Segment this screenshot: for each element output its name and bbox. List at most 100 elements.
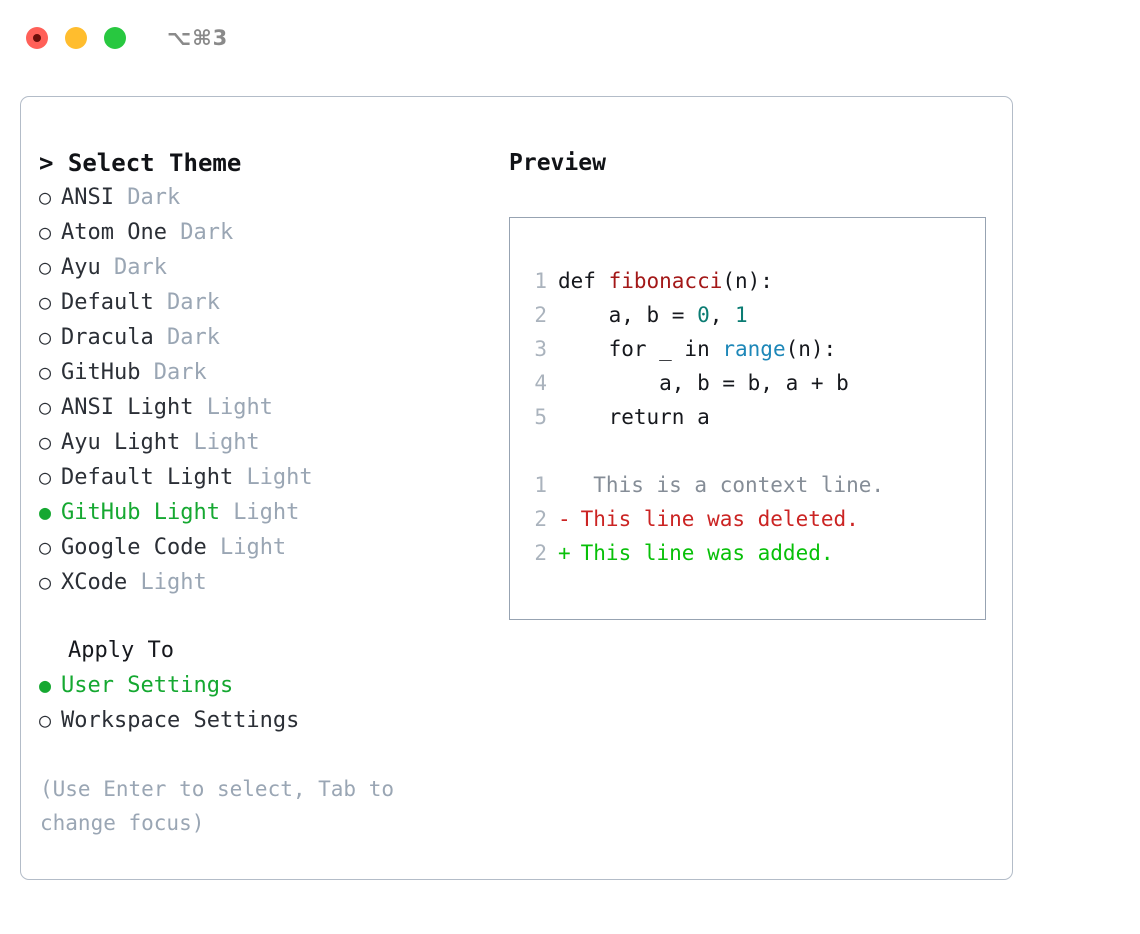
theme-variant-label: Dark	[153, 360, 207, 385]
theme-variant-label: Light	[246, 465, 313, 490]
radio-unselected-icon: ○	[39, 360, 52, 384]
theme-option-ansi-light[interactable]: ○ ANSI Light Light	[39, 390, 486, 425]
code-token: ,	[709, 303, 736, 327]
code-line: 1 def fibonacci(n):	[523, 264, 985, 298]
theme-variant-label: Light	[219, 535, 287, 560]
diff-line: 1 This is a context line.	[523, 468, 985, 502]
code-token: 0	[697, 303, 710, 327]
theme-option-label: ANSI Light	[61, 395, 207, 420]
radio-unselected-icon: ○	[39, 535, 52, 559]
theme-variant-label: Light	[206, 395, 273, 420]
theme-option-default-light[interactable]: ○Default Light Light	[39, 460, 486, 495]
radio-unselected-icon: ○	[39, 708, 52, 732]
radio-unselected-icon: ○	[39, 185, 52, 209]
code-token: fibonacci	[608, 269, 723, 293]
code-token: (n):	[785, 337, 837, 361]
title-bar: ⌥⌘3	[0, 0, 1140, 76]
window-controls	[26, 27, 126, 49]
apply-to-option-label: Workspace Settings	[61, 708, 300, 733]
theme-variant-label: Light	[193, 430, 260, 455]
theme-option-label: Atom One	[61, 220, 181, 245]
radio-selected-icon: ●	[39, 500, 52, 524]
theme-option-dracula[interactable]: ○ Dracula Dark	[39, 320, 486, 355]
theme-variant-label: Dark	[127, 185, 181, 210]
radio-unselected-icon: ○	[39, 395, 52, 419]
theme-option-ayu[interactable]: ○Ayu Dark	[39, 250, 486, 285]
line-number: 1	[534, 269, 547, 293]
diff-text: This line was added.	[568, 541, 834, 565]
theme-option-label: Default	[61, 290, 167, 315]
radio-unselected-icon: ○	[39, 325, 52, 349]
diff-line: 2 + This line was added.	[523, 536, 985, 570]
apply-to-title: Apply To	[68, 638, 174, 663]
theme-option-google-code[interactable]: ○ Google Code Light	[39, 530, 486, 565]
code-token: for _ in	[558, 337, 723, 361]
apply-to-option-workspace-settings[interactable]: ○ Workspace Settings	[39, 703, 486, 738]
theme-option-default[interactable]: ○Default Dark	[39, 285, 486, 320]
line-number: 2	[534, 541, 547, 565]
diff-text: This is a context line.	[568, 473, 885, 497]
line-number: 2	[534, 507, 547, 531]
theme-option-label: Default Light	[61, 465, 247, 490]
code-line: 5 return a	[523, 400, 985, 434]
theme-option-label: Dracula	[61, 325, 167, 350]
theme-option-github[interactable]: ○ GitHub Dark	[39, 355, 486, 390]
minimize-button[interactable]	[65, 27, 87, 49]
code-token: range	[722, 337, 786, 361]
theme-option-ansi[interactable]: ○ ANSI Dark	[39, 180, 486, 215]
line-number: 4	[534, 371, 547, 395]
diff-text: This line was deleted.	[568, 507, 859, 531]
theme-option-list: ○ANSI Dark○Atom One Dark○Ayu Dark○Defaul…	[39, 180, 486, 600]
theme-option-github-light[interactable]: ●GitHub Light Light	[39, 495, 486, 530]
theme-option-label: GitHub	[61, 360, 154, 385]
theme-option-label: GitHub Light	[61, 500, 234, 525]
apply-to-option-user-settings[interactable]: ● User Settings	[39, 668, 486, 703]
diff-sample: 1 This is a context line.2- This line wa…	[523, 468, 985, 570]
theme-variant-label: Dark	[166, 325, 220, 350]
radio-unselected-icon: ○	[39, 290, 52, 314]
diff-sign: +	[558, 541, 571, 565]
code-token: a, b =	[558, 303, 698, 327]
theme-option-label: Google Code	[61, 535, 220, 560]
keyboard-shortcut-label: ⌥⌘3	[167, 26, 229, 50]
close-button[interactable]	[26, 27, 48, 49]
code-diff-spacer	[523, 434, 985, 468]
theme-option-label: Ayu	[61, 255, 114, 280]
apply-to-option-label: User Settings	[61, 673, 234, 698]
code-line: 3 for _ in range(n):	[523, 332, 985, 366]
theme-option-atom-one[interactable]: ○ Atom One Dark	[39, 215, 486, 250]
section-spacer	[39, 600, 486, 634]
diff-line: 2- This line was deleted.	[523, 502, 985, 536]
line-number: 3	[534, 337, 547, 361]
line-number: 2	[534, 303, 547, 327]
line-number: 1	[534, 473, 547, 497]
code-line: 2 a, b = 0, 1	[523, 298, 985, 332]
theme-variant-label: Dark	[180, 220, 234, 245]
maximize-button[interactable]	[104, 27, 126, 49]
radio-selected-icon: ●	[39, 673, 52, 697]
code-token: (n):	[722, 269, 773, 293]
line-number: 5	[534, 405, 547, 429]
code-token: a, b = b, a + b	[558, 371, 849, 395]
theme-option-label: ANSI	[61, 185, 128, 210]
keyboard-hint-text: (Use Enter to select, Tab to change focu…	[40, 777, 395, 835]
radio-unselected-icon: ○	[39, 255, 52, 279]
main-panel: > Select Theme ○ANSI Dark○Atom One Dark○…	[20, 96, 1013, 880]
theme-variant-label: Light	[140, 570, 207, 595]
radio-unselected-icon: ○	[39, 570, 52, 594]
theme-selection-column: > Select Theme ○ANSI Dark○Atom One Dark○…	[21, 97, 486, 879]
diff-sign: -	[558, 507, 571, 531]
code-line: 4 a, b = b, a + b	[523, 366, 985, 400]
theme-option-xcode[interactable]: ○ XCode Light	[39, 565, 486, 600]
theme-option-ayu-light[interactable]: ○ Ayu Light Light	[39, 425, 486, 460]
code-token: def	[558, 269, 609, 293]
radio-unselected-icon: ○	[39, 220, 52, 244]
apply-to-option-list: ● User Settings ○ Workspace Settings	[39, 668, 486, 738]
theme-option-label: Ayu Light	[61, 430, 194, 455]
theme-option-label: XCode	[61, 570, 141, 595]
diff-sign	[558, 468, 568, 502]
preview-title: Preview	[509, 150, 606, 176]
radio-unselected-icon: ○	[39, 430, 52, 454]
